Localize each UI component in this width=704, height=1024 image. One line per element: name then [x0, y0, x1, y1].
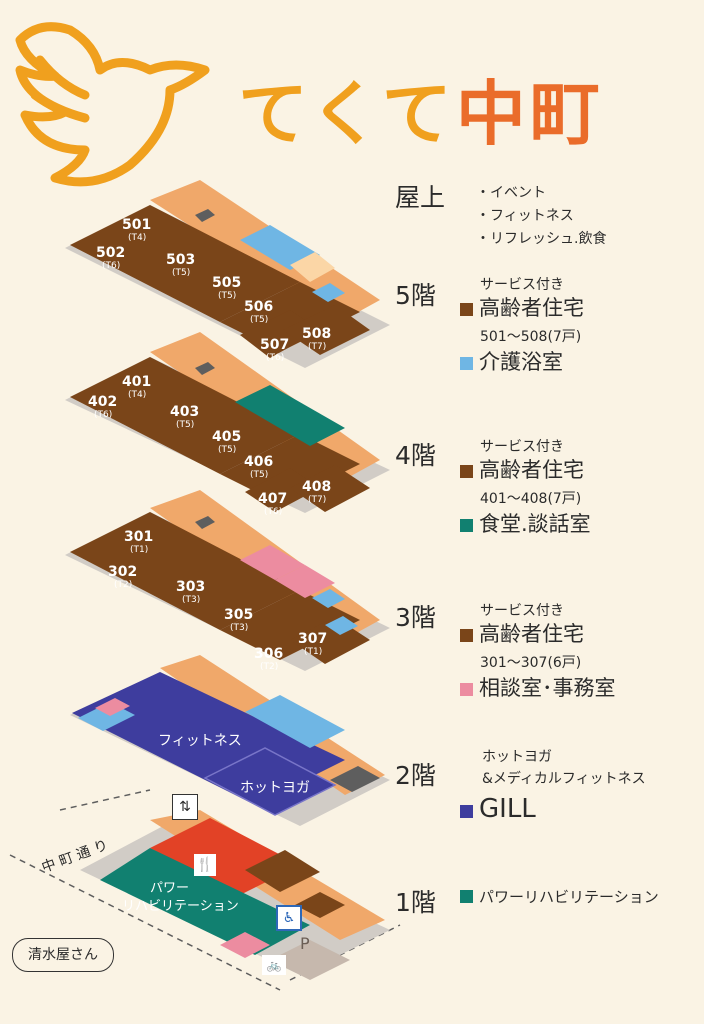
fitness-area-label: フィットネス	[158, 733, 242, 749]
unit-type: (T3)	[182, 595, 201, 605]
unit-number: 506	[244, 299, 274, 315]
unit-number: 306	[254, 646, 284, 662]
unit-number: 503	[166, 252, 196, 268]
unit-number: 301	[124, 529, 154, 545]
wheelchair-icon: ♿	[276, 905, 302, 931]
f2-brand: GILL	[460, 796, 536, 822]
f3-service: サービス付き	[480, 603, 564, 619]
unit-type: (T6)	[264, 507, 283, 517]
unit-number: 501	[122, 217, 152, 233]
unit-number: 408	[302, 479, 332, 495]
f3-housing: 高齢者住宅	[460, 624, 584, 645]
unit-number: 405	[212, 429, 242, 445]
unit-number: 406	[244, 454, 274, 470]
floor-label-roof: 屋上	[395, 183, 446, 212]
unit-type: (T5)	[172, 268, 191, 278]
restaurant-icon: 🍴	[194, 854, 216, 876]
bicycle-icon: 🚲	[262, 955, 286, 975]
unit-number: 403	[170, 404, 200, 420]
f5-housing: 高齢者住宅	[460, 298, 584, 319]
f5-range: 501～508(7戸)	[480, 329, 582, 345]
floor-5	[65, 180, 390, 368]
unit-type: (T5)	[250, 315, 269, 325]
unit-type: (T4)	[128, 233, 147, 243]
unit-type: (T1)	[304, 647, 323, 657]
floor-4	[65, 332, 390, 513]
unit-number: 507	[260, 337, 290, 353]
f2-line1: ホットヨガ	[482, 749, 552, 765]
unit-number: 401	[122, 374, 152, 390]
unit-number: 402	[88, 394, 118, 410]
unit-type: (T5)	[218, 445, 237, 455]
logo-text-main: てくて	[238, 73, 456, 155]
hotyoga-area-label: ホットヨガ	[240, 780, 310, 796]
f3-room: 相談室･事務室	[460, 678, 616, 699]
unit-number: 407	[258, 491, 288, 507]
f5-service: サービス付き	[480, 277, 564, 293]
roof-item-refresh: ・リフレッシュ.飲食	[476, 231, 607, 247]
neighbor-label: 清水屋さん	[12, 938, 114, 972]
f2-line2: &メディカルフィットネス	[482, 771, 646, 787]
floor-label-2: 2階	[395, 761, 436, 790]
unit-number: 508	[302, 326, 332, 342]
unit-number: 303	[176, 579, 206, 595]
logo-text-accent: 中町	[455, 73, 604, 155]
unit-number: 502	[96, 245, 126, 261]
parking-label: P	[300, 934, 310, 953]
roof-item-event: ・イベント	[476, 185, 546, 201]
unit-type: (T6)	[266, 353, 285, 363]
unit-type: (T7)	[308, 495, 327, 505]
unit-type: (T2)	[260, 662, 279, 672]
unit-type: (T2)	[114, 580, 133, 590]
f4-housing: 高齢者住宅	[460, 460, 584, 481]
rehab-area-label-line1: パワー	[150, 881, 190, 896]
elevator-icon: ⇅	[172, 794, 198, 820]
floor-1	[9, 789, 401, 991]
unit-type: (T5)	[250, 470, 269, 480]
rehab-area-label-line2: リハビリテーション	[122, 899, 239, 914]
floor-2	[70, 655, 390, 826]
f4-range: 401～408(7戸)	[480, 491, 582, 507]
roof-item-fitness: ・フィットネス	[476, 208, 574, 224]
floor-3	[65, 490, 390, 671]
unit-number: 307	[298, 631, 328, 647]
unit-type: (T6)	[102, 261, 121, 271]
unit-type: (T7)	[308, 342, 327, 352]
floor-label-5: 5階	[395, 281, 436, 310]
f4-service: サービス付き	[480, 439, 564, 455]
f3-range: 301～307(6戸)	[480, 655, 582, 671]
unit-type: (T4)	[128, 390, 147, 400]
unit-number: 305	[224, 607, 254, 623]
logo-wordmark: てくて中町	[238, 58, 604, 159]
unit-type: (T3)	[230, 623, 249, 633]
floor-label-1: 1階	[395, 888, 436, 917]
floor-label-3: 3階	[395, 603, 436, 632]
dove-logo	[15, 22, 210, 187]
unit-type: (T5)	[176, 420, 195, 430]
f5-room: 介護浴室	[460, 352, 563, 373]
unit-number: 302	[108, 564, 138, 580]
unit-number: 505	[212, 275, 242, 291]
unit-type: (T1)	[130, 545, 149, 555]
unit-type: (T5)	[218, 291, 237, 301]
f4-room: 食堂.談話室	[460, 514, 591, 535]
unit-type: (T6)	[94, 410, 113, 420]
f1-room: パワーリハビリテーション	[460, 890, 659, 905]
floor-label-4: 4階	[395, 441, 436, 470]
